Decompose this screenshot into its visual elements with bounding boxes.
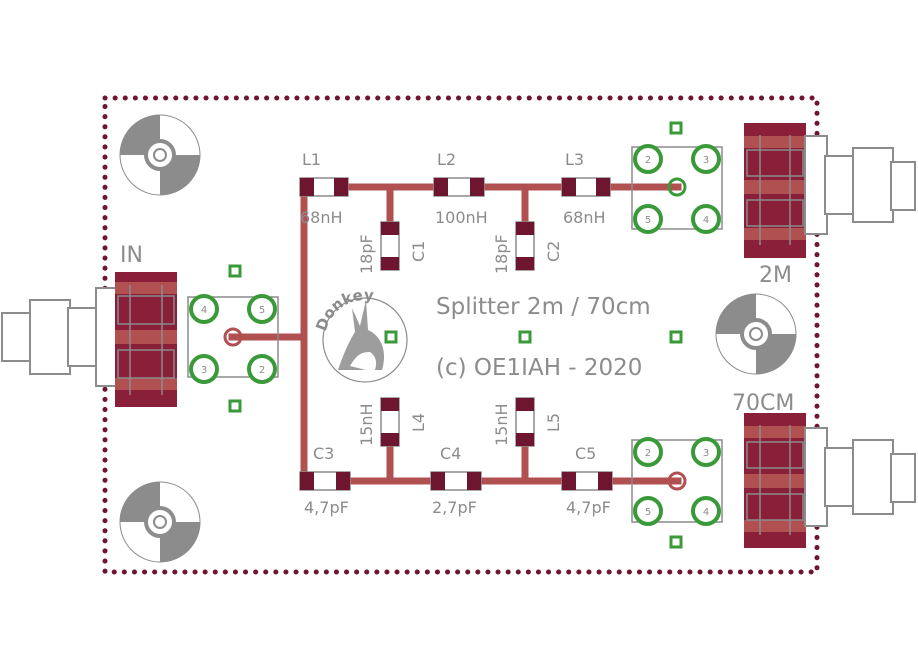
inductor-l1 (299, 177, 349, 197)
sma-connector-2m (631, 123, 916, 258)
pin-in-4: 2 (259, 365, 265, 376)
label-l3-value: 68nH (563, 208, 606, 227)
capacitor-c1 (380, 221, 400, 271)
board-title: Splitter 2m / 70cm (436, 294, 651, 320)
label-c5-value: 4,7pF (566, 498, 611, 517)
label-l1-ref: L1 (302, 150, 321, 169)
pin-70cm-4: 4 (703, 507, 709, 518)
label-c3-value: 4,7pF (304, 498, 349, 517)
inductor-l4 (380, 397, 400, 447)
pin-in-2: 5 (259, 305, 265, 316)
mount-hole-right (715, 293, 797, 375)
label-l4-value: 15nH (357, 403, 376, 446)
pin-2m-4: 4 (703, 215, 709, 226)
capacitor-c4 (430, 471, 482, 491)
port-label-in: IN (120, 243, 143, 268)
pin-2m-3: 5 (645, 215, 651, 226)
pin-in-3: 3 (201, 365, 207, 376)
capacitor-c3 (299, 471, 351, 491)
capacitor-c2 (515, 221, 535, 271)
pin-2m-2: 3 (703, 155, 709, 166)
board-copyright: (c) OE1IAH - 2020 (436, 355, 642, 381)
pin-70cm-3: 5 (645, 507, 651, 518)
vias (228, 121, 683, 549)
board-outline (102, 95, 820, 575)
label-c4-ref: C4 (440, 444, 461, 463)
label-c3-ref: C3 (313, 444, 334, 463)
label-l1-value: 68nH (300, 208, 343, 227)
pin-in-1: 4 (201, 305, 207, 316)
label-c1-value: 18pF (357, 234, 376, 274)
label-l2-value: 100nH (435, 208, 488, 227)
label-l3-ref: L3 (565, 150, 584, 169)
label-l5-ref: L5 (544, 413, 563, 432)
inductor-l5 (515, 397, 535, 447)
label-c2-ref: C2 (544, 241, 563, 262)
copper-traces (228, 183, 682, 485)
label-l5-value: 15nH (492, 403, 511, 446)
capacitor-c5 (561, 471, 613, 491)
pin-70cm-2: 3 (703, 448, 709, 459)
label-c5-ref: C5 (575, 444, 596, 463)
pad-group-70cm: 2 3 5 4 (633, 437, 721, 526)
label-l2-ref: L2 (437, 150, 456, 169)
sma-connector-in (1, 272, 279, 407)
mount-hole-bottom-left (119, 481, 201, 563)
pad-group-2m: 2 3 5 4 (633, 144, 721, 234)
port-label-70cm: 70CM (732, 391, 794, 416)
pad-group-in: 4 5 3 2 (189, 294, 277, 384)
port-label-2m: 2M (759, 263, 792, 288)
sma-connector-70cm (631, 413, 916, 548)
pin-70cm-1: 2 (645, 448, 651, 459)
pin-2m-1: 2 (645, 155, 651, 166)
inductor-l2 (433, 177, 485, 197)
label-c4-value: 2,7pF (432, 498, 477, 517)
label-c1-ref: C1 (409, 241, 428, 262)
label-l4-ref: L4 (409, 413, 428, 432)
component-labels: L1 68nH L2 100nH L3 68nH 18pF C1 18pF C2… (300, 150, 611, 517)
mount-hole-top-left (119, 114, 201, 196)
inductor-l3 (561, 177, 611, 197)
label-c2-value: 18pF (492, 234, 511, 274)
